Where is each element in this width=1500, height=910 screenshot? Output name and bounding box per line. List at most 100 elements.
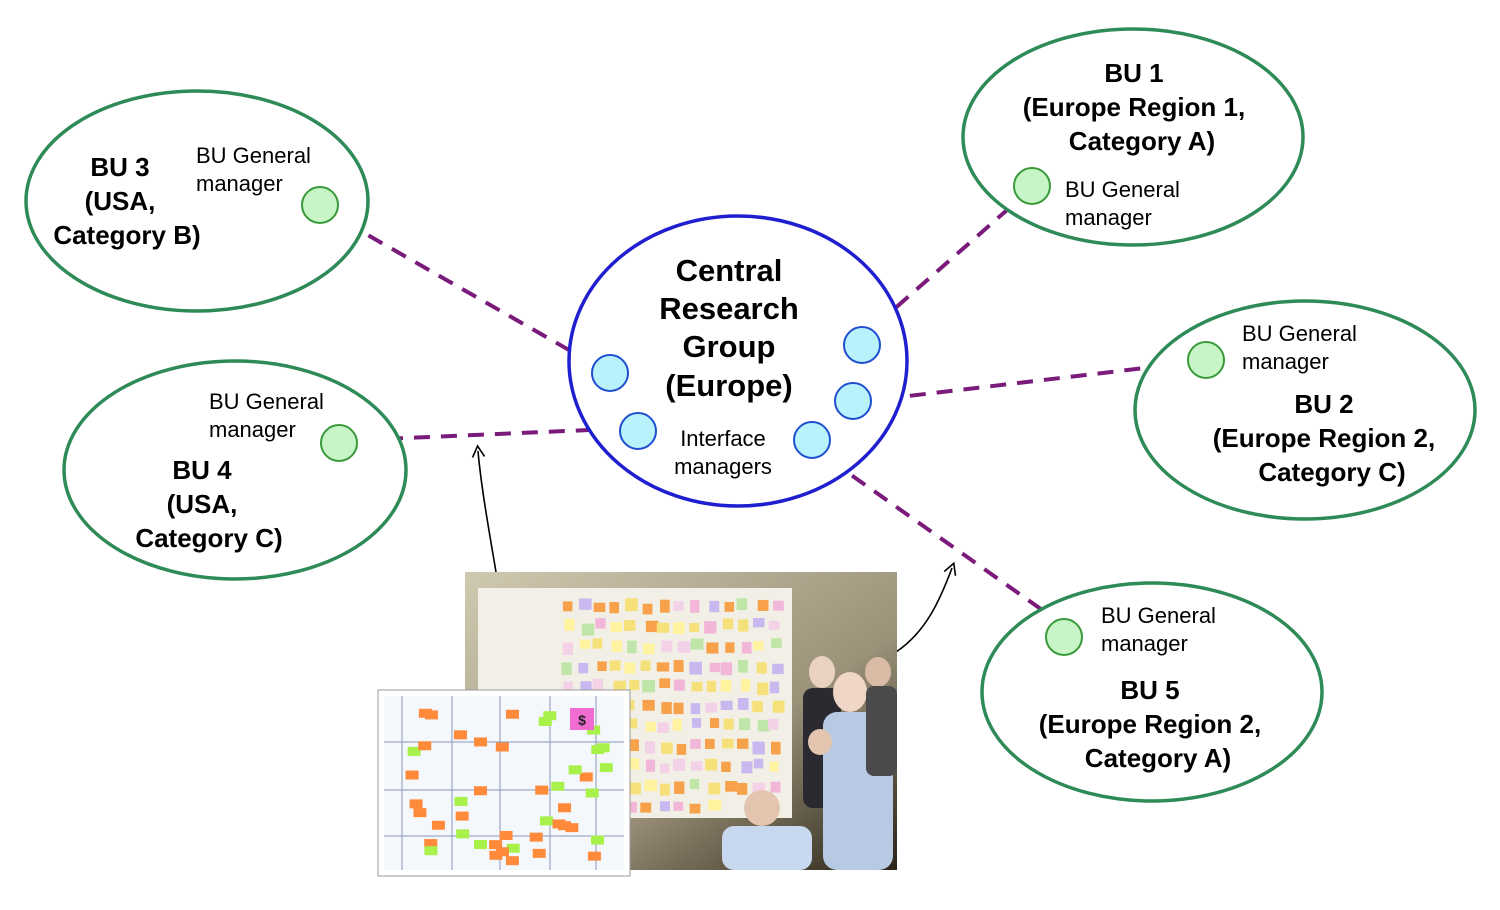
central-title-line-1: Central [676, 253, 783, 288]
sticky-note [753, 641, 764, 651]
bu3-title-line-3: Category B) [53, 220, 200, 250]
sticky-note [644, 741, 656, 754]
sticky-note [609, 660, 621, 671]
sticky-note [741, 761, 753, 774]
sticky-note [580, 681, 592, 693]
sticky-note [405, 770, 419, 780]
link-bu1 [874, 201, 1017, 327]
sticky-note [689, 622, 700, 633]
sticky-note [642, 603, 653, 615]
sticky-note [757, 719, 771, 732]
sticky-note [628, 739, 639, 752]
sticky-note [407, 746, 421, 756]
sticky-note [720, 679, 732, 692]
sticky-note [771, 638, 782, 648]
sticky-note [645, 759, 656, 772]
sticky-note [591, 835, 605, 845]
sticky-note [659, 678, 671, 688]
sticky-note [489, 850, 503, 860]
sticky-note [418, 741, 432, 751]
central-title-line-4: (Europe) [665, 368, 792, 403]
sticky-note [587, 725, 601, 735]
sticky-note [737, 783, 748, 795]
sticky-note [626, 718, 638, 729]
sticky-note [673, 679, 685, 691]
sticky-note [551, 781, 565, 791]
sticky-note [529, 832, 543, 842]
sticky-note [413, 808, 427, 818]
bu2-role-line-1: BU General [1242, 321, 1357, 346]
sticky-note [424, 846, 438, 856]
sticky-note [660, 801, 670, 812]
sticky-note [627, 640, 637, 654]
sticky-note [505, 709, 519, 719]
pointer-arrow-left [471, 444, 497, 573]
wall-people-silhouettes [722, 656, 897, 870]
sticky-note [610, 622, 623, 633]
sticky-note [659, 763, 670, 774]
sticky-note [768, 620, 780, 630]
sticky-note [672, 622, 685, 634]
sticky-note [489, 840, 503, 850]
bu5-title-line-1: BU 5 [1120, 675, 1179, 705]
sticky-note [585, 788, 599, 798]
sticky-note [752, 782, 766, 794]
sticky-note [453, 730, 467, 740]
sticky-note [690, 638, 704, 650]
sticky-note [499, 830, 513, 840]
bu1-title-line-3: Category A) [1069, 126, 1215, 156]
sticky-note [706, 642, 719, 654]
sticky-note [708, 782, 721, 795]
sticky-note [709, 718, 720, 728]
sticky-note [539, 816, 553, 826]
bu1-role-line-1: BU General [1065, 177, 1180, 202]
sticky-note [673, 801, 684, 811]
sticky-note [456, 829, 470, 839]
sticky-note [721, 761, 731, 772]
sticky-note [495, 847, 509, 857]
sticky-note [741, 641, 752, 654]
sticky-note [473, 786, 487, 796]
bu4-role-line-2: manager [209, 417, 296, 442]
sticky-note [455, 811, 469, 821]
bu5-unit: BU General manager BU 5 (Europe Region 2… [980, 581, 1324, 803]
bu2-title-line-2: (Europe Region 2, [1213, 423, 1435, 453]
sticky-note [757, 682, 769, 696]
sticky-note [706, 680, 716, 693]
sticky-note [690, 761, 703, 771]
bu3-unit: BU 3 (USA, Category B) BU General manage… [24, 89, 370, 313]
sticky-note [708, 799, 722, 811]
bu5-manager-node [1045, 618, 1083, 656]
bu1-title-line-2: (Europe Region 1, [1023, 92, 1245, 122]
small-board-sign: $ [578, 712, 586, 728]
sticky-note [736, 598, 748, 611]
sticky-note [625, 801, 637, 813]
interface-manager-node [619, 412, 657, 450]
sticky-note [642, 699, 655, 711]
interface-label-line-2: managers [674, 454, 772, 479]
bu3-role-line-1: BU General [196, 143, 311, 168]
sticky-note [673, 601, 684, 611]
sticky-note [579, 772, 593, 782]
sticky-note [720, 700, 733, 710]
sticky-note [645, 620, 659, 633]
interface-manager-node [793, 421, 831, 459]
bu4-ellipse [62, 359, 408, 581]
sticky-note [613, 680, 627, 692]
sticky-note [738, 619, 749, 632]
sticky-note [591, 745, 605, 755]
sticky-note [771, 741, 781, 755]
sticky-note [720, 662, 733, 676]
bu5-role-line-1: BU General [1101, 603, 1216, 628]
sticky-note [660, 599, 670, 613]
sticky-note [672, 758, 686, 771]
bu2-title-line-1: BU 2 [1294, 389, 1353, 419]
sticky-note [624, 662, 636, 674]
sticky-note [431, 820, 445, 830]
bu2-title-line-3: Category C) [1258, 457, 1405, 487]
sticky-note [506, 843, 520, 853]
sticky-note [474, 737, 488, 747]
sticky-note [773, 600, 784, 611]
sticky-note [597, 661, 607, 672]
sticky-note [738, 659, 748, 673]
